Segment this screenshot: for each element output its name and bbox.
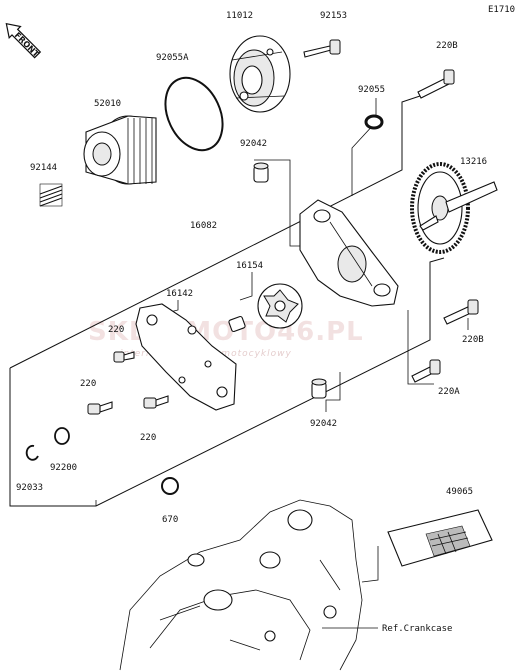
oil-pump-body-part <box>299 199 399 307</box>
watermark: SKLEPMOTO46.PL internetowy sklep motocyk… <box>88 317 364 359</box>
washer-part <box>54 427 70 445</box>
screw-220-c-part <box>143 395 169 409</box>
label-92153: 92153 <box>320 11 347 21</box>
assembly-frame <box>9 95 469 629</box>
bolt-220b-top-part <box>417 69 455 99</box>
label-92144: 92144 <box>30 163 57 173</box>
label-92200: 92200 <box>50 463 77 473</box>
label-49065: 49065 <box>446 487 473 497</box>
bolt-220b-mid-part <box>443 299 479 325</box>
rotor-part <box>257 283 303 329</box>
oil-seal-92055-part <box>364 114 384 130</box>
strainer-part <box>387 509 493 567</box>
screw-220-b-part <box>87 401 113 415</box>
circlip-part <box>25 444 39 461</box>
diagram-code: E1710 <box>488 5 515 15</box>
oil-filter-part <box>83 115 157 185</box>
label-220-b: 220 <box>80 379 96 389</box>
bolt-220a-part <box>411 359 441 383</box>
label-220-c: 220 <box>140 433 156 443</box>
label-92033: 92033 <box>16 483 43 493</box>
rotor-pin-part <box>228 315 246 333</box>
label-92042-top: 92042 <box>240 139 267 149</box>
label-16142: 16142 <box>166 289 193 299</box>
label-11012: 11012 <box>226 11 253 21</box>
spring-part <box>39 183 63 207</box>
label-ref-crankcase: Ref.Crankcase <box>382 624 452 634</box>
label-220a: 220A <box>438 387 460 397</box>
screw-220-a-part <box>113 351 135 363</box>
label-670: 670 <box>162 515 178 525</box>
label-16154: 16154 <box>236 261 263 271</box>
dowel-pin-top-part <box>253 162 269 183</box>
front-arrow-icon: FRONT <box>5 22 42 59</box>
crankcase-part <box>119 499 363 671</box>
dowel-pin-bottom-part <box>311 378 327 399</box>
label-52010: 52010 <box>94 99 121 109</box>
label-92055: 92055 <box>358 85 385 95</box>
label-92055a: 92055A <box>156 53 189 63</box>
label-220b-mid: 220B <box>462 335 484 345</box>
label-13216: 13216 <box>460 157 487 167</box>
pump-cover-part <box>229 35 291 113</box>
pump-plate-part <box>135 303 237 411</box>
label-220-a: 220 <box>108 325 124 335</box>
gear-part <box>410 162 498 254</box>
watermark-brand: SKLEPMOTO46.PL <box>88 317 364 347</box>
bolt-92153-part <box>303 39 341 58</box>
label-16082: 16082 <box>190 221 217 231</box>
part-labels: 11012 92153 92055A 220B 52010 92055 9214… <box>16 11 487 634</box>
o-ring-92055a-part <box>164 76 224 152</box>
label-220b-top: 220B <box>436 41 458 51</box>
label-92042-bottom: 92042 <box>310 419 337 429</box>
front-label: FRONT <box>13 31 41 59</box>
o-ring-670-part <box>161 477 179 495</box>
